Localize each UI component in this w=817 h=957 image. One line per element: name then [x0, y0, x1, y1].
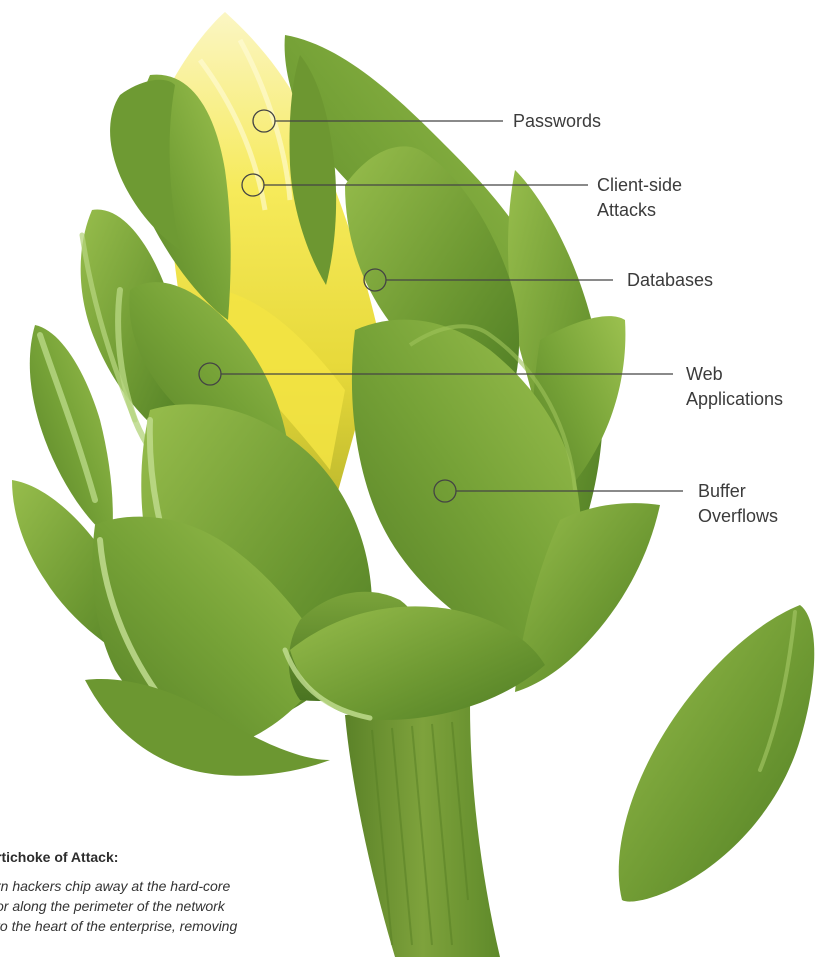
label-databases-text: Databases [627, 268, 713, 293]
caption-body: rn hackers chip away at the hard-core or… [0, 876, 376, 936]
detached-leaf [619, 605, 815, 902]
label-web-line1: Web [686, 362, 783, 387]
label-client-side-line1: Client-side [597, 173, 682, 198]
label-buffer-line1: Buffer [698, 479, 778, 504]
label-databases: Databases [627, 268, 713, 293]
label-buffer-overflows: Buffer Overflows [698, 479, 778, 529]
label-client-side-attacks: Client-side Attacks [597, 173, 682, 223]
label-web-line2: Applications [686, 387, 783, 412]
caption-line-2: or along the perimeter of the network [0, 896, 376, 916]
caption-line-1: rn hackers chip away at the hard-core [0, 876, 376, 896]
label-client-side-line2: Attacks [597, 198, 682, 223]
label-passwords-text: Passwords [513, 109, 601, 134]
caption: rtichoke of Attack: rn hackers chip away… [0, 848, 376, 936]
label-passwords: Passwords [513, 109, 601, 134]
label-buffer-line2: Overflows [698, 504, 778, 529]
caption-title: rtichoke of Attack: [0, 848, 376, 866]
label-web-applications: Web Applications [686, 362, 783, 412]
caption-line-3: to the heart of the enterprise, removing [0, 916, 376, 936]
